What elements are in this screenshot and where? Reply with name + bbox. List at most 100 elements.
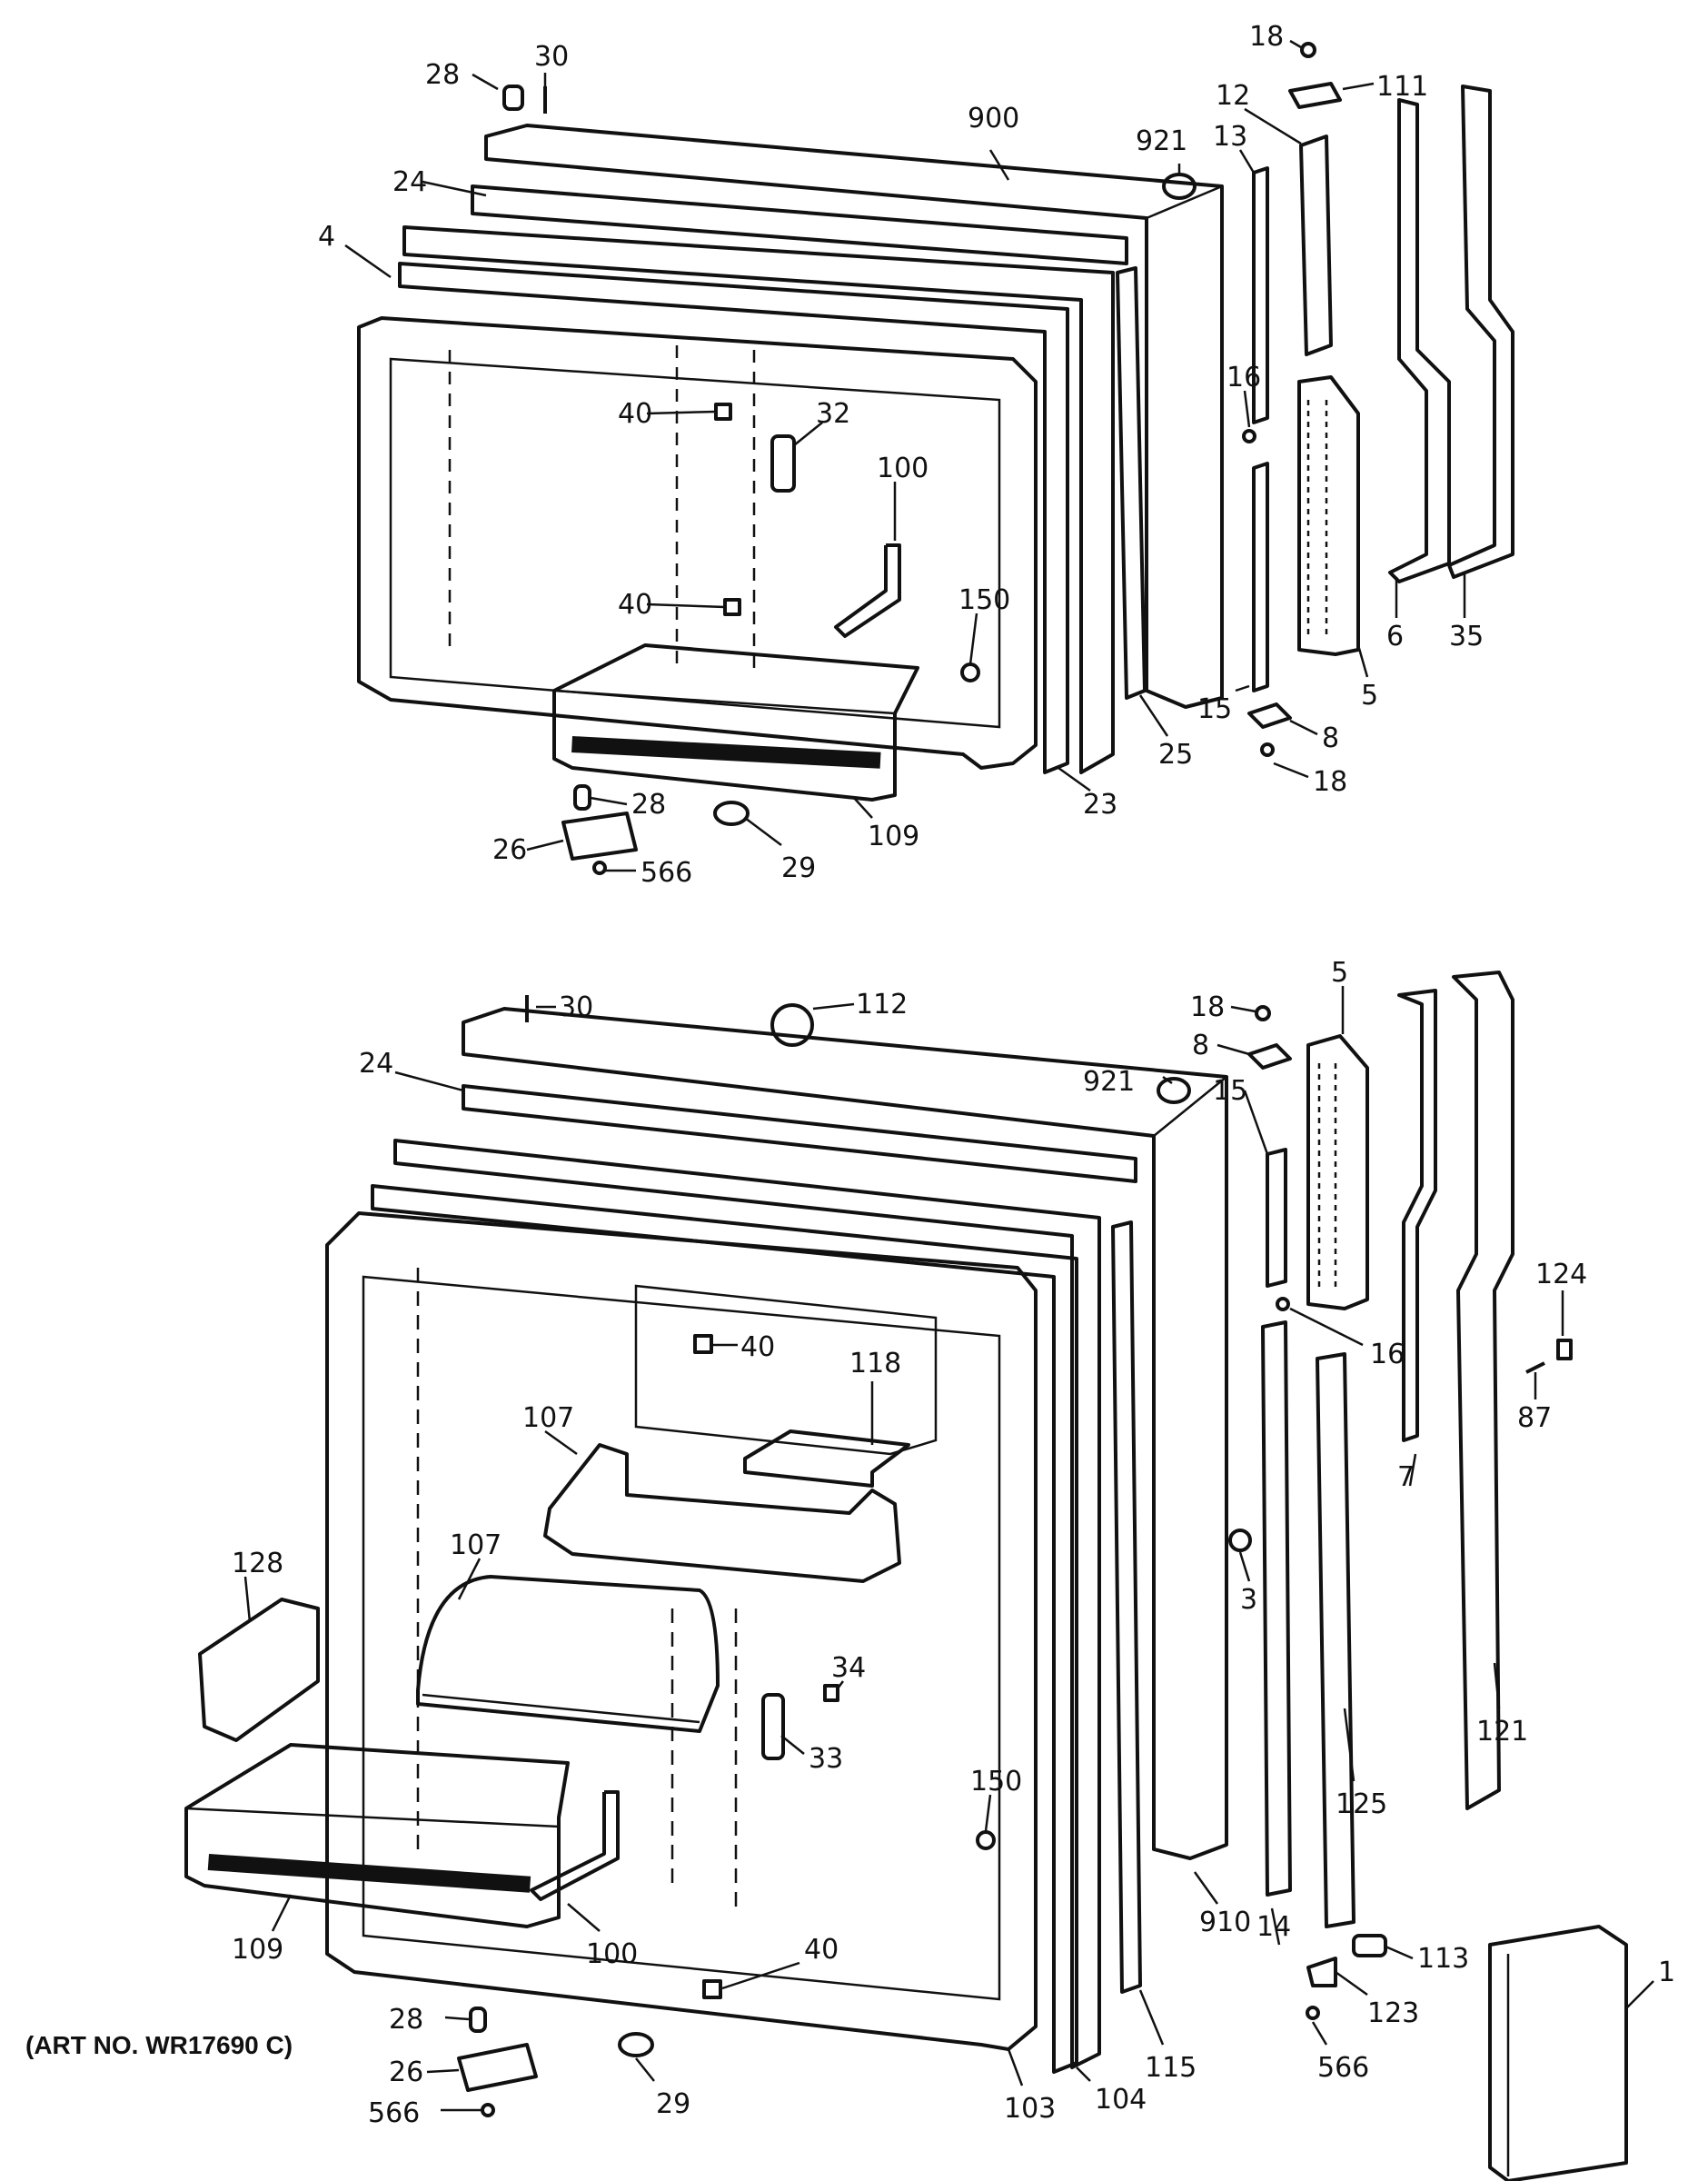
- callout-fz-18b: 18: [1313, 766, 1347, 798]
- callout-ff-26: 26: [389, 2057, 423, 2088]
- callout-ff-40a: 40: [740, 1331, 775, 1363]
- callout-ff-16: 16: [1370, 1339, 1405, 1370]
- freezer-screw-18a: [1300, 42, 1316, 58]
- callout-ff-100: 100: [586, 1938, 638, 1970]
- fresh-food-clip-40b: [702, 1979, 722, 1999]
- fresh-food-door-bin: [184, 1743, 570, 1928]
- fresh-food-plug-3: [1228, 1529, 1252, 1552]
- freezer-bin-retainer: [834, 543, 901, 638]
- fresh-food-hinge-123: [1306, 1957, 1337, 1987]
- callout-ff-910: 910: [1199, 1907, 1251, 1938]
- fresh-food-bin-retainer: [530, 1790, 620, 1901]
- callout-fz-25: 25: [1158, 739, 1193, 771]
- callout-fz-15: 15: [1197, 693, 1232, 725]
- fresh-food-screw-150: [976, 1830, 996, 1850]
- callout-ff-124: 124: [1535, 1259, 1587, 1290]
- fresh-food-plug-921: [1157, 1077, 1191, 1104]
- callout-fz-111: 111: [1376, 71, 1428, 103]
- fresh-food-handle-121: [1452, 971, 1514, 1810]
- freezer-screw-566: [592, 861, 607, 875]
- callout-ff-121: 121: [1476, 1716, 1528, 1748]
- callout-fz-12: 12: [1216, 80, 1250, 112]
- fresh-food-trim-14: [1261, 1320, 1292, 1897]
- callout-ff-5: 5: [1331, 957, 1348, 989]
- freezer-hinge-8: [1247, 702, 1292, 729]
- callout-fz-40a: 40: [618, 398, 652, 430]
- callout-ff-28: 28: [389, 2004, 423, 2036]
- callout-ff-14: 14: [1256, 1911, 1291, 1943]
- callout-fz-30: 30: [534, 41, 569, 73]
- callout-ff-123: 123: [1367, 1997, 1419, 2029]
- freezer-plug-28a: [502, 85, 524, 111]
- callout-ff-15: 15: [1213, 1075, 1247, 1107]
- callout-fz-150: 150: [958, 584, 1010, 616]
- callout-ff-113: 113: [1417, 1943, 1469, 1975]
- fresh-food-plug-28: [469, 2007, 487, 2033]
- callout-fz-16: 16: [1226, 362, 1261, 393]
- fresh-food-gasket-inner: [371, 1184, 1078, 2074]
- fresh-food-screw-566b: [1306, 2006, 1320, 2020]
- callout-fz-28: 28: [425, 59, 460, 91]
- callout-ff-125: 125: [1336, 1788, 1387, 1820]
- callout-ff-29: 29: [656, 2088, 690, 2120]
- callout-ff-107a: 107: [522, 1402, 574, 1434]
- fresh-food-hinge-plate-26: [457, 2043, 538, 2092]
- callout-fz-5: 5: [1361, 680, 1378, 712]
- callout-fz-13: 13: [1213, 121, 1247, 153]
- freezer-grille-5: [1297, 375, 1360, 656]
- fresh-food-shelf-118: [743, 1429, 910, 1488]
- freezer-shelf-clip-40a: [714, 403, 732, 421]
- callout-fz-29: 29: [781, 852, 816, 884]
- fresh-food-shelf-bar-128: [198, 1598, 320, 1742]
- callout-ff-33: 33: [809, 1743, 843, 1775]
- fresh-food-screw-16: [1276, 1297, 1290, 1311]
- freezer-trim-strip-12: [1299, 134, 1333, 356]
- fresh-food-gasket: [393, 1139, 1101, 2069]
- callout-ff-112: 112: [856, 989, 908, 1021]
- callout-ff-1: 1: [1658, 1957, 1675, 1988]
- freezer-door-bin: [552, 643, 919, 802]
- fresh-food-inner-liner: [325, 1211, 1038, 2051]
- freezer-door-liner-frame: [471, 184, 1128, 265]
- callout-ff-150: 150: [970, 1766, 1022, 1798]
- fresh-food-clip-40a: [693, 1334, 713, 1354]
- callout-fz-23: 23: [1083, 789, 1117, 821]
- freezer-plug-28b: [573, 784, 591, 811]
- callout-fz-6: 6: [1386, 621, 1404, 652]
- fresh-food-trim-125: [1316, 1352, 1355, 1928]
- freezer-hinge-plate-26: [561, 812, 638, 861]
- freezer-plug-921: [1162, 173, 1197, 200]
- callout-fz-24: 24: [392, 166, 427, 198]
- fresh-food-door-shelf-107a: [543, 1443, 901, 1583]
- freezer-screw-16: [1242, 429, 1256, 443]
- fresh-food-clip-124: [1556, 1339, 1573, 1360]
- callout-fz-18a: 18: [1249, 21, 1284, 53]
- freezer-handle-35: [1447, 85, 1514, 579]
- callout-ff-104: 104: [1095, 2084, 1147, 2116]
- callout-ff-118: 118: [849, 1348, 901, 1379]
- callout-fz-109: 109: [868, 821, 919, 852]
- fresh-food-gasket-strip: [1111, 1220, 1142, 1994]
- freezer-gasket-strip: [1116, 266, 1147, 700]
- callout-fz-900: 900: [968, 103, 1019, 134]
- fresh-food-dairy-cover-107b: [416, 1575, 720, 1733]
- callout-fz-32: 32: [816, 398, 850, 430]
- fresh-food-handle-7: [1397, 989, 1437, 1442]
- callout-ff-87: 87: [1517, 1402, 1552, 1434]
- fresh-food-trim-15: [1266, 1148, 1287, 1288]
- fresh-food-door-assembly: [184, 971, 1654, 2181]
- freezer-bracket-32: [770, 434, 796, 493]
- callout-ff-40b: 40: [804, 1934, 839, 1966]
- freezer-door-assembly: [344, 39, 1514, 875]
- fresh-food-outer-door-panel: [462, 1007, 1228, 1860]
- owners-manual-1: [1488, 1925, 1628, 2181]
- callout-ff-128: 128: [232, 1548, 283, 1579]
- fresh-food-bumper-29: [618, 2032, 654, 2057]
- freezer-screw-150: [960, 662, 980, 682]
- fresh-food-grille-5: [1306, 1034, 1369, 1310]
- fresh-food-bracket-33: [761, 1693, 785, 1760]
- callout-fz-100: 100: [877, 453, 928, 484]
- freezer-handle-6: [1388, 98, 1451, 583]
- freezer-screw-18b: [1260, 742, 1275, 757]
